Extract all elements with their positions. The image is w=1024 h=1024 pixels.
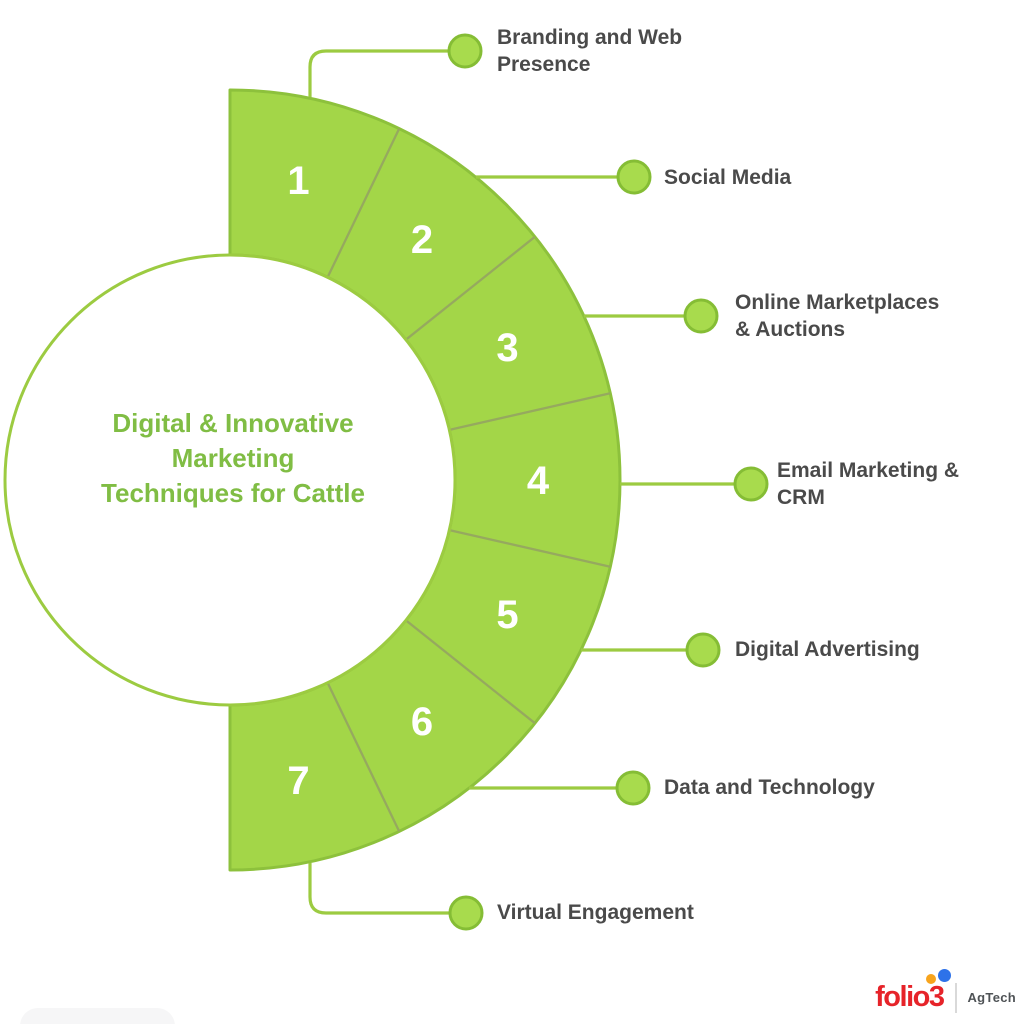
- folio3-wordmark: folio3: [875, 969, 955, 1014]
- item-label-4: Email Marketing & CRM: [777, 457, 959, 511]
- item-label-1-line-1: Branding and Web: [497, 26, 683, 49]
- divider-5-6: [405, 619, 536, 725]
- center-title: Digital & Innovative Marketing Technique…: [58, 406, 408, 511]
- center-circle: [3, 253, 457, 707]
- segment-number-5: 5: [496, 593, 518, 637]
- item-label-7: Virtual Engagement: [497, 899, 694, 926]
- logo-blue-dot-icon: [938, 969, 952, 982]
- item-label-3-line-2: & Auctions: [735, 318, 846, 341]
- folio3-text: folio3: [875, 981, 945, 1013]
- node-circles: [447, 33, 769, 931]
- item-label-4-line-1: Email Marketing &: [777, 459, 960, 482]
- item-label-1: Branding and Web Presence: [497, 24, 682, 78]
- item-label-1-line-2: Presence: [497, 53, 591, 76]
- item-label-4-line-2: CRM: [777, 486, 825, 509]
- segment-number-2: 2: [411, 218, 433, 262]
- item-label-6-line-1: Data and Technology: [664, 776, 875, 799]
- segment-number-1: 1: [287, 159, 309, 203]
- segment-numbers: 1 2 3 4 5 6 7: [287, 159, 550, 803]
- node-circle-7: [448, 895, 484, 931]
- item-label-7-line-1: Virtual Engagement: [497, 901, 694, 924]
- connector-lines: [308, 49, 734, 915]
- folio3-agtech-logo: folio3 AgTech: [875, 969, 1016, 1014]
- item-label-2: Social Media: [664, 164, 791, 191]
- segment-dividers: [326, 128, 611, 832]
- divider-3-4: [449, 392, 611, 432]
- item-label-6: Data and Technology: [664, 774, 875, 801]
- center-title-line-2: Marketing: [171, 443, 295, 473]
- segment-number-6: 6: [411, 700, 433, 744]
- segment-number-3: 3: [496, 326, 518, 370]
- item-label-5: Digital Advertising: [735, 636, 920, 663]
- item-label-2-line-1: Social Media: [664, 166, 792, 189]
- connector-line-1: [308, 49, 448, 97]
- divider-4-5: [449, 528, 611, 568]
- divider-2-3: [405, 235, 536, 341]
- item-label-3-line-1: Online Marketplaces: [735, 291, 940, 314]
- node-circle-3: [683, 298, 719, 334]
- node-circle-2: [616, 159, 652, 195]
- segment-number-4: 4: [527, 459, 550, 503]
- node-circle-6: [615, 770, 651, 806]
- agtech-label: AgTech: [967, 990, 1016, 1005]
- center-title-line-1: Digital & Innovative: [112, 408, 354, 438]
- node-circle-5: [685, 632, 721, 668]
- connector-line-7: [308, 863, 449, 915]
- segment-number-7: 7: [287, 759, 309, 803]
- item-label-5-line-1: Digital Advertising: [735, 638, 920, 661]
- item-label-3: Online Marketplaces & Auctions: [735, 289, 939, 343]
- node-circle-4: [733, 466, 769, 502]
- center-title-line-3: Techniques for Cattle: [101, 478, 365, 508]
- corner-blob: [20, 1008, 175, 1024]
- node-circle-1: [447, 33, 483, 69]
- divider-6-7: [326, 682, 401, 832]
- logo-yellow-dot-icon: [926, 974, 937, 984]
- divider-1-2: [326, 128, 401, 278]
- logo-divider: [955, 982, 958, 1013]
